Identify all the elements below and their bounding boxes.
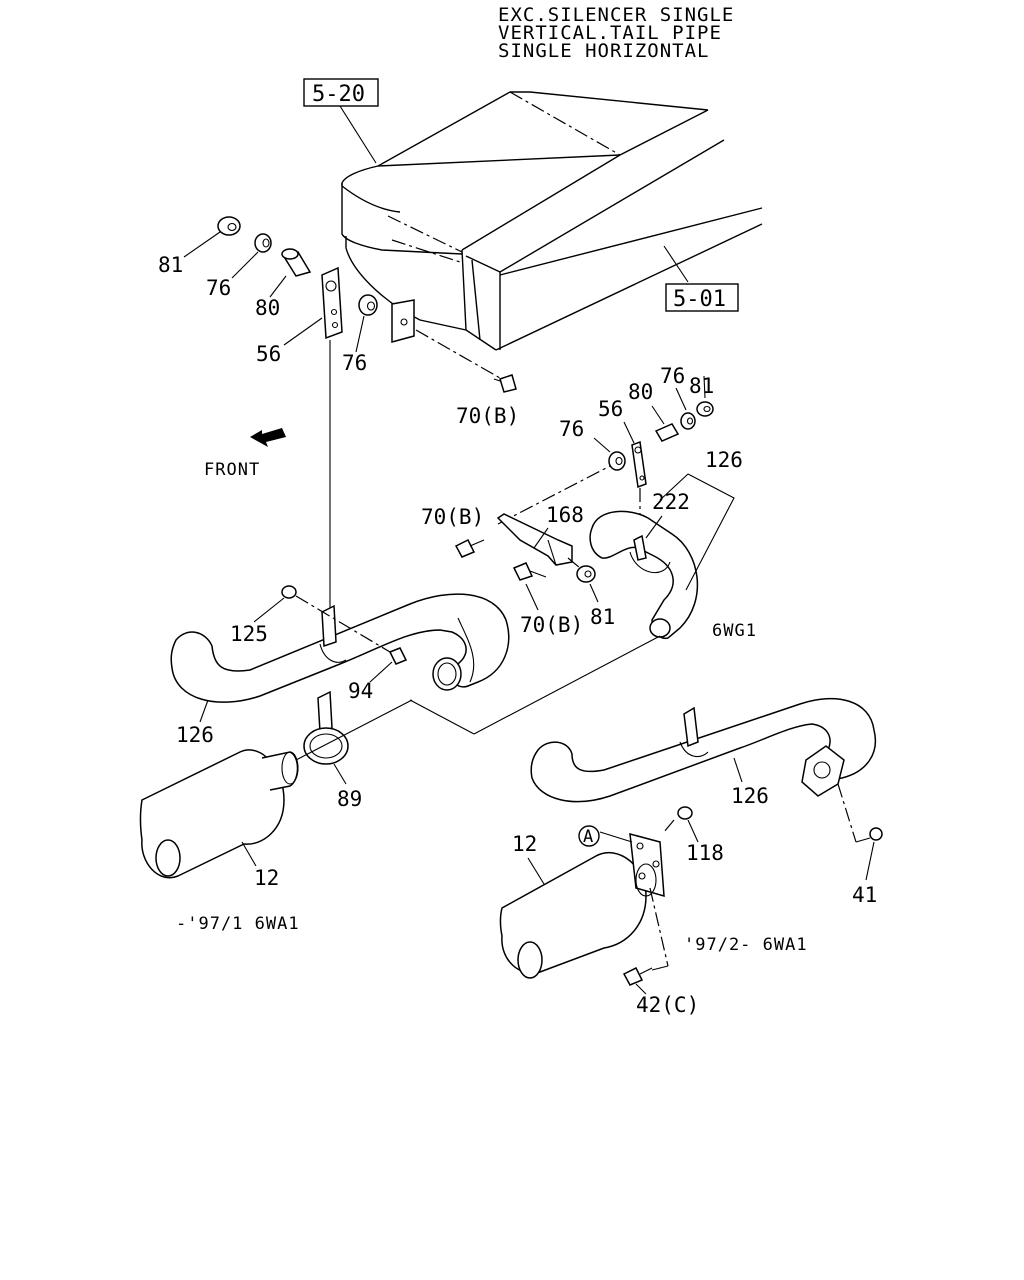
callout-125: 125	[230, 622, 268, 646]
frame-reference-box[interactable]: 5-20	[303, 78, 379, 107]
callout-94: 94	[348, 679, 373, 703]
callout-80-upper: 80	[255, 296, 280, 320]
header-line-2: VERTICAL.TAIL PIPE	[498, 22, 722, 44]
rubber-80-upper[interactable]	[281, 248, 312, 277]
tank-bracket	[391, 299, 415, 343]
callout-81-right: 81	[689, 374, 714, 398]
callout-222: 222	[652, 490, 690, 514]
header-line-3: SINGLE HORIZONTAL	[498, 40, 709, 62]
bolt-70b-lower[interactable]	[512, 562, 547, 581]
front-label: FRONT	[204, 460, 260, 480]
bolt-94[interactable]	[388, 647, 408, 665]
front-arrow-icon	[250, 428, 286, 447]
callout-12-left: 12	[254, 866, 279, 890]
bracket-56-right[interactable]	[631, 440, 647, 489]
tank-reference-box[interactable]: 5-01	[665, 283, 739, 312]
silencer-12-right[interactable]	[499, 832, 665, 979]
tank-reference-label: 5-01	[673, 287, 726, 312]
callout-126-right: 126	[731, 784, 769, 808]
header-line-1: EXC.SILENCER SINGLE	[498, 4, 734, 26]
bracket-56-upper[interactable]	[321, 266, 343, 340]
callout-81-mid: 81	[590, 605, 615, 629]
callout-70b-upper: 70(B)	[456, 404, 519, 428]
rubber-80-right[interactable]	[654, 423, 680, 442]
nut-81-upper[interactable]	[217, 216, 241, 236]
upper-left-hanger-assembly	[217, 216, 517, 612]
callout-76-lower: 76	[342, 351, 367, 375]
callout-70b-lower: 70(B)	[520, 613, 583, 637]
frame-reference-label: 5-20	[312, 82, 365, 107]
fuel-tank-body	[341, 91, 763, 351]
callout-56-upper: 56	[256, 342, 281, 366]
silencer-12-left[interactable]	[139, 749, 299, 879]
bushing-76-upper[interactable]	[254, 233, 272, 253]
bolt-70b-mid[interactable]	[454, 538, 485, 558]
nut-41[interactable]	[869, 827, 883, 841]
callout-42c: 42(C)	[636, 993, 699, 1017]
bolt-42c[interactable]	[622, 966, 653, 986]
callout-41: 41	[852, 883, 877, 907]
callout-12-right: 12	[512, 832, 537, 856]
callout-76-right-lower: 76	[559, 417, 584, 441]
variant-late: '97/2- 6WA1	[684, 935, 808, 955]
tail-pipe-126-right[interactable]	[530, 697, 877, 803]
callout-168: 168	[546, 503, 584, 527]
bushing-76-lower[interactable]	[358, 294, 378, 316]
callout-76-upper: 76	[206, 276, 231, 300]
callout-118: 118	[686, 841, 724, 865]
variant-early: -'97/1 6WA1	[176, 914, 300, 934]
callout-80-right: 80	[628, 380, 653, 404]
marker-a-label: A	[583, 827, 594, 847]
nut-81-right[interactable]	[696, 401, 714, 417]
callout-70b-mid: 70(B)	[421, 505, 484, 529]
tail-pipe-126-upper[interactable]	[589, 510, 699, 640]
bushing-76-right[interactable]	[680, 412, 696, 430]
callout-56-right: 56	[598, 397, 623, 421]
nut-81-mid[interactable]	[576, 565, 596, 583]
nut-118[interactable]	[677, 806, 693, 820]
bushing-76-right-lower[interactable]	[608, 451, 626, 471]
header-note: EXC.SILENCER SINGLE VERTICAL.TAIL PIPE S…	[498, 4, 734, 62]
callout-126-left: 126	[176, 723, 214, 747]
bolt-70b-upper[interactable]	[493, 374, 517, 393]
callout-126-upper: 126	[705, 448, 743, 472]
callout-89: 89	[337, 787, 362, 811]
callout-76-right: 76	[660, 364, 685, 388]
marker-a: A	[578, 825, 600, 847]
variant-6wg1: 6WG1	[712, 621, 757, 641]
clamp-89[interactable]	[303, 690, 349, 765]
nut-125[interactable]	[281, 585, 297, 599]
callout-81-upper: 81	[158, 253, 183, 277]
tail-pipe-126-left[interactable]	[170, 593, 510, 703]
